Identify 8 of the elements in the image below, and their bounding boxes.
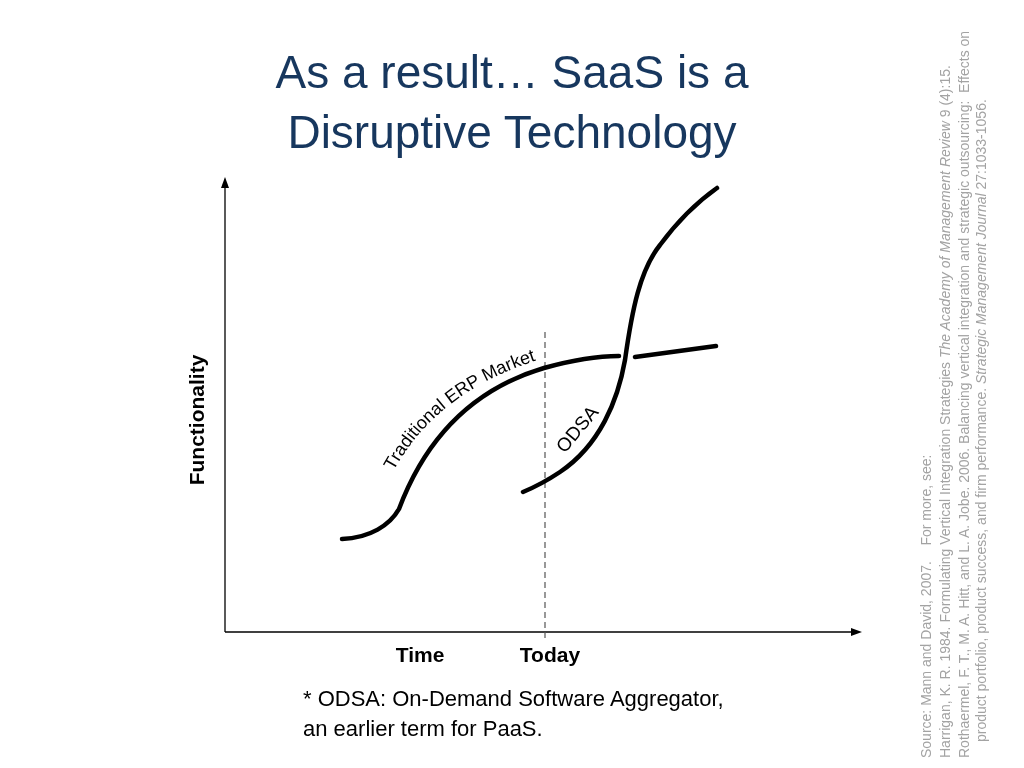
axis-label: Functionality	[185, 354, 209, 486]
slide-title: As a result… SaaS is a Disruptive Technology	[274, 45, 750, 160]
citation: Rothaermel, F. T., M. A. Hitt, and L. A. Jobe. 2006. Balancing vertical integration and strategic outsourcing: Effects on product portfolio, product success, and firm performance. Strategic Management Journal 27:1033-1056.	[956, 29, 990, 758]
citation: Source: Mann and David, 2007. For more, see:	[918, 453, 935, 758]
axis-label: Today	[519, 643, 581, 667]
axis-label: Time	[395, 643, 445, 667]
citation: Harrigan, K. R. 1984. Formulating Vertical Integration Strategies The Academy of Management Review 9 (4):15.	[937, 64, 954, 758]
footnote: * ODSA: On-Demand Software Aggregator, an earlier term for PaaS.	[303, 685, 725, 743]
